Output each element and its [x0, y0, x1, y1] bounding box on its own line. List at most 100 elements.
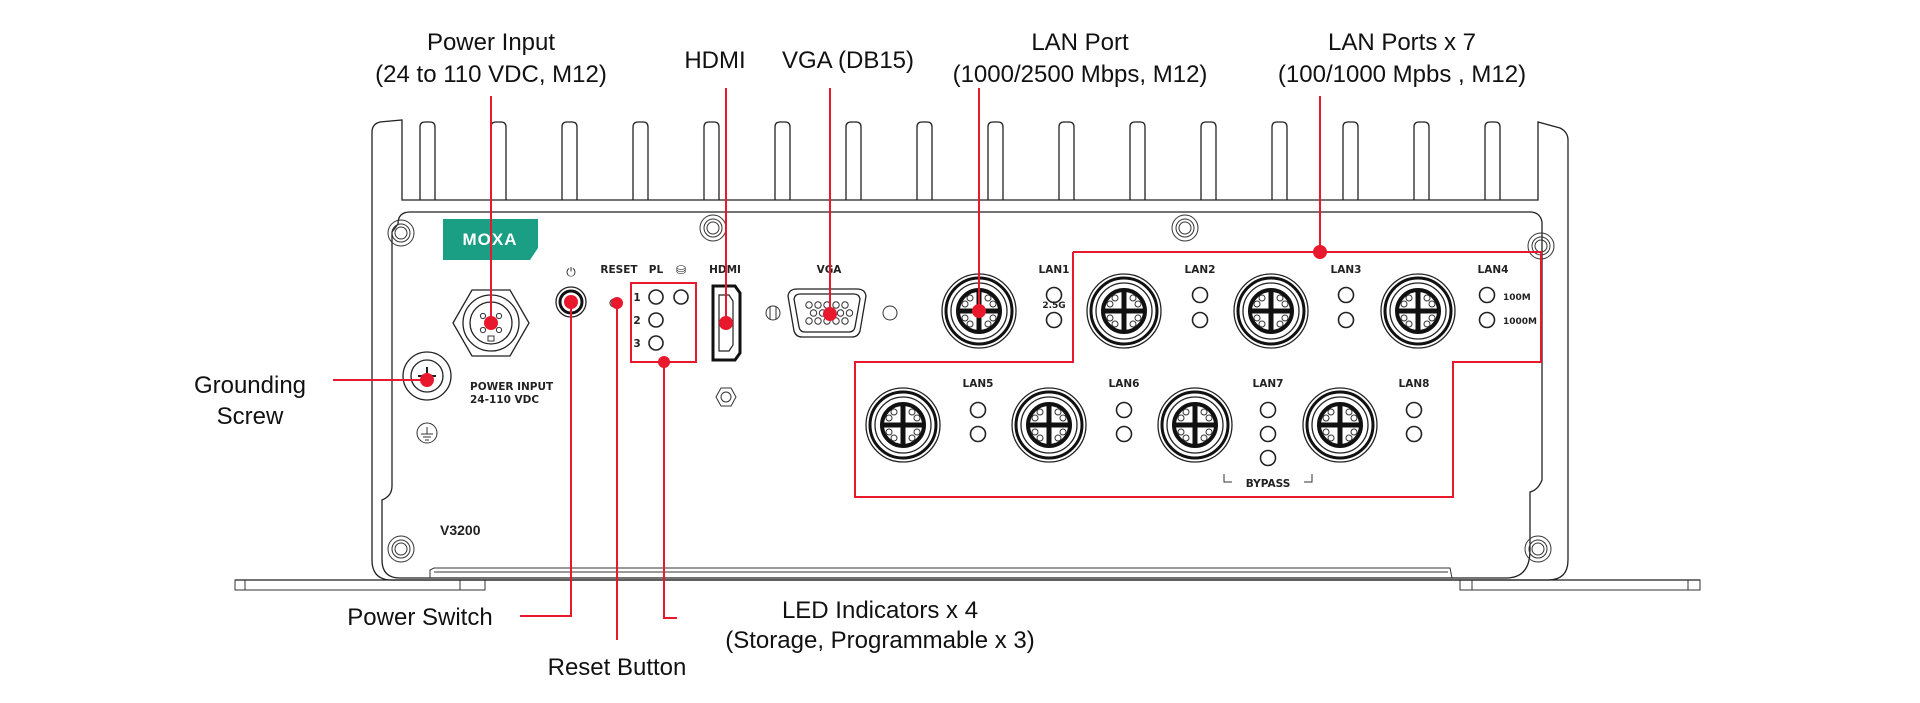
callout-lan-ports-detail: (100/1000 Mpbs , M12) — [1278, 61, 1526, 88]
heatsink-fin — [1200, 121, 1217, 200]
lan-label-lan2: LAN2 — [1185, 264, 1216, 276]
led-bypass — [1259, 449, 1277, 467]
vga-pin — [805, 317, 813, 325]
heatsink-fin — [703, 121, 720, 200]
led-storage — [673, 289, 689, 305]
power-input-label: POWER INPUT — [470, 381, 554, 393]
lan4-speed-100m: 100M — [1503, 293, 1531, 303]
lan-port-lan5[interactable] — [865, 387, 941, 463]
callout-lan-port-detail: (1000/2500 Mbps, M12) — [953, 61, 1208, 88]
led-lan3-1 — [1337, 286, 1355, 304]
led-lan7-2 — [1259, 425, 1277, 443]
power-voltage-label: 24-110 VDC — [470, 394, 539, 406]
callout-leds-detail: (Storage, Programmable x 3) — [725, 627, 1034, 654]
callout-grounding-detail: Screw — [217, 403, 284, 430]
heatsink-fin — [1342, 121, 1359, 200]
heatsink-fin — [1271, 121, 1288, 200]
led-lan4-1 — [1478, 286, 1496, 304]
mounting-bracket-left — [234, 579, 486, 591]
led-number-3: 3 — [633, 338, 640, 350]
callout-lines — [333, 88, 1542, 640]
vga-pin — [832, 301, 840, 309]
callout-hdmi: HDMI — [684, 47, 745, 74]
body-outline — [371, 119, 1569, 581]
ground-symbol-icon — [416, 422, 438, 444]
heatsink-fin — [419, 121, 436, 200]
panel-screw — [1524, 535, 1552, 563]
lan-label-lan6: LAN6 — [1109, 378, 1140, 390]
led-number-1: 1 — [633, 292, 640, 304]
pl-label: PL — [649, 264, 664, 276]
bypass-bracket — [1223, 474, 1313, 483]
lan-port-lan4[interactable] — [1380, 273, 1456, 349]
led-lan8-2 — [1405, 425, 1423, 443]
callout-power-switch: Power Switch — [347, 604, 492, 631]
panel-screw — [387, 535, 415, 563]
vga-screw-right — [882, 305, 898, 321]
reset-label: RESET — [600, 264, 638, 276]
vga-pin — [841, 301, 849, 309]
heatsink-fin — [490, 121, 507, 200]
front-panel — [381, 211, 1543, 579]
vga-pin — [832, 317, 840, 325]
lan-label-lan7: LAN7 — [1253, 378, 1284, 390]
lan-label-lan8: LAN8 — [1399, 378, 1430, 390]
heatsink-fin — [561, 121, 578, 200]
vga-pin — [841, 317, 849, 325]
led-lan6-2 — [1115, 425, 1133, 443]
vga-pin — [805, 301, 813, 309]
logo-text: MOXA — [463, 230, 518, 249]
led-lan5-1 — [969, 401, 987, 419]
heatsink-fin — [987, 121, 1004, 200]
panel-screw — [387, 219, 415, 247]
vga-screw-left — [765, 305, 781, 321]
led-lan3-2 — [1337, 311, 1355, 329]
lan1-speed-label: 2.5G — [1042, 301, 1065, 311]
heatsink-fins — [419, 121, 1501, 200]
led-lan2-2 — [1191, 311, 1209, 329]
lan-label-lan4: LAN4 — [1478, 264, 1509, 276]
lan-port-lan8[interactable] — [1302, 387, 1378, 463]
heatsink-fin — [1413, 121, 1430, 200]
callout-reset-button: Reset Button — [548, 654, 687, 681]
lan-port-lan2[interactable] — [1086, 273, 1162, 349]
led-lan2-1 — [1191, 286, 1209, 304]
storage-icon: ⛁ — [676, 263, 686, 277]
led-lan7-1 — [1259, 401, 1277, 419]
heatsink-fin — [632, 121, 649, 200]
hdmi-screw — [715, 387, 737, 407]
lan-port-lan6[interactable] — [1011, 387, 1087, 463]
callout-grounding-title: Grounding — [194, 372, 306, 399]
callout-power-input-title: Power Input — [427, 29, 555, 56]
vga-pin — [809, 309, 818, 317]
hdmi-port[interactable] — [711, 284, 742, 362]
bottom-rail — [429, 567, 1453, 579]
lan-port-lan7[interactable] — [1157, 387, 1233, 463]
led-lan5-2 — [969, 425, 987, 443]
heatsink-fin — [1484, 121, 1501, 200]
heatsink-fin — [1129, 121, 1146, 200]
lan-label-lan5: LAN5 — [963, 378, 994, 390]
led-pl1 — [648, 289, 664, 305]
bypass-label: BYPASS — [1246, 478, 1291, 490]
lan-label-lan1: LAN1 — [1039, 264, 1070, 276]
heatsink-fin — [774, 121, 791, 200]
heatsink-fin — [916, 121, 933, 200]
model-label: V3200 — [440, 522, 481, 538]
vga-pin — [836, 309, 845, 317]
panel-screws — [387, 214, 1555, 563]
lan-port-lan3[interactable] — [1233, 273, 1309, 349]
led-pl3 — [648, 335, 664, 351]
led-pl2 — [648, 312, 664, 328]
power-symbol-icon: ⏻ — [566, 265, 576, 279]
callout-lan-port-title: LAN Port — [1031, 29, 1129, 56]
panel-screw — [1171, 214, 1199, 242]
led-lan8-1 — [1405, 401, 1423, 419]
led-number-2: 2 — [633, 315, 640, 327]
lan4-speed-1000m: 1000M — [1503, 317, 1537, 327]
callout-power-input-detail: (24 to 110 VDC, M12) — [375, 61, 607, 88]
led-lan1-2 — [1045, 311, 1063, 329]
led-lan4-2 — [1478, 311, 1496, 329]
enclosure — [234, 119, 1701, 591]
